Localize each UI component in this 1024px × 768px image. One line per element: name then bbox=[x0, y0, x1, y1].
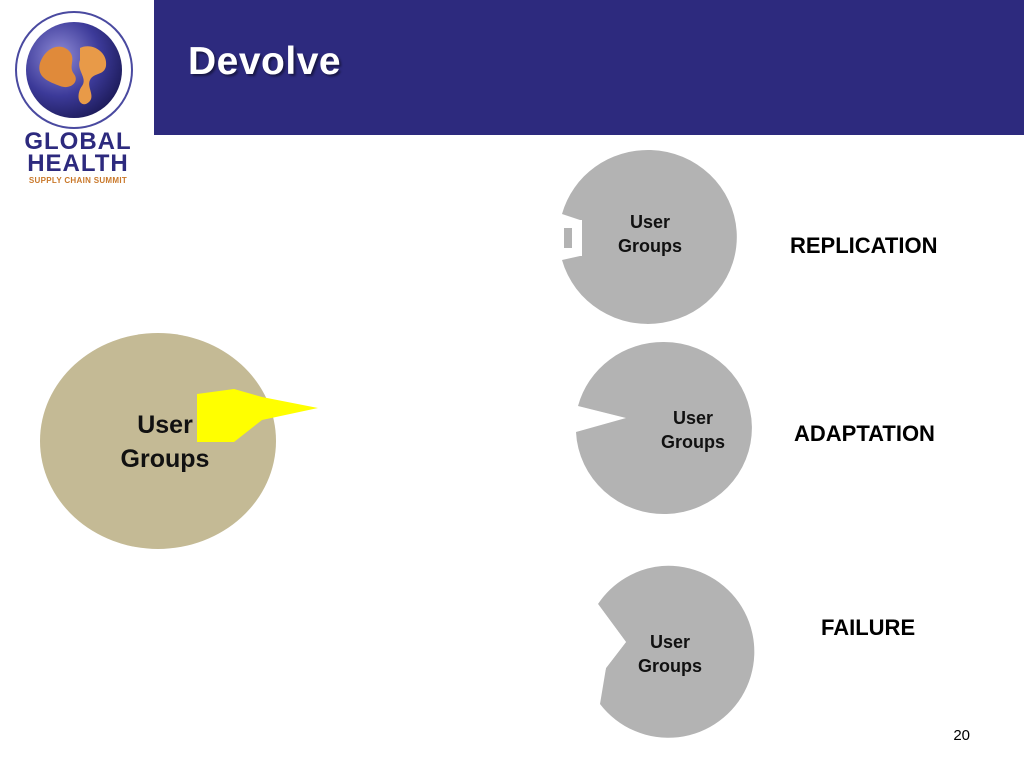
outcome-circle-failure bbox=[598, 565, 755, 738]
replication-notch-step bbox=[564, 228, 572, 248]
header-band bbox=[154, 0, 1024, 135]
outcome-circle-label: User Groups bbox=[643, 406, 743, 454]
logo-continent bbox=[39, 46, 76, 88]
slide-title: Devolve bbox=[188, 40, 342, 83]
outcome-label-line2: Groups bbox=[637, 656, 702, 676]
logo-ring bbox=[15, 11, 133, 129]
outcome-circle-label: User Groups bbox=[600, 210, 700, 258]
outcome-label-line1: User bbox=[629, 212, 671, 232]
logo-line-tagline: SUPPLY CHAIN SUMMIT bbox=[28, 176, 128, 185]
outcome-adaptation: ADAPTATION bbox=[794, 421, 935, 446]
logo-line-health: HEALTH bbox=[27, 150, 129, 177]
failure-arrow-notch bbox=[580, 604, 626, 702]
logo-globe bbox=[26, 22, 122, 118]
outcome-circle-adaptation bbox=[576, 341, 752, 514]
global-health-logo bbox=[15, 11, 133, 129]
source-label-line2: Groups bbox=[120, 445, 210, 473]
outcome-label-line2: Groups bbox=[617, 236, 682, 256]
page-number: 20 bbox=[953, 727, 970, 744]
outcome-replication: REPLICATION bbox=[790, 233, 938, 258]
outcome-circle-replication bbox=[562, 149, 737, 324]
outcome-label-line1: User bbox=[649, 632, 691, 652]
logo-line-global: GLOBAL bbox=[24, 128, 132, 155]
outcome-circle-label: User Groups bbox=[620, 630, 720, 678]
logo-continent bbox=[78, 46, 107, 105]
outcome-failure: FAILURE bbox=[821, 615, 916, 640]
outcome-label-line1: User bbox=[672, 408, 714, 428]
source-user-groups-circle bbox=[40, 333, 276, 549]
source-label-line1: User bbox=[137, 411, 193, 439]
source-label: User Groups bbox=[100, 408, 230, 476]
yellow-pointer-arrow bbox=[197, 389, 318, 442]
outcome-label-line2: Groups bbox=[660, 432, 725, 452]
